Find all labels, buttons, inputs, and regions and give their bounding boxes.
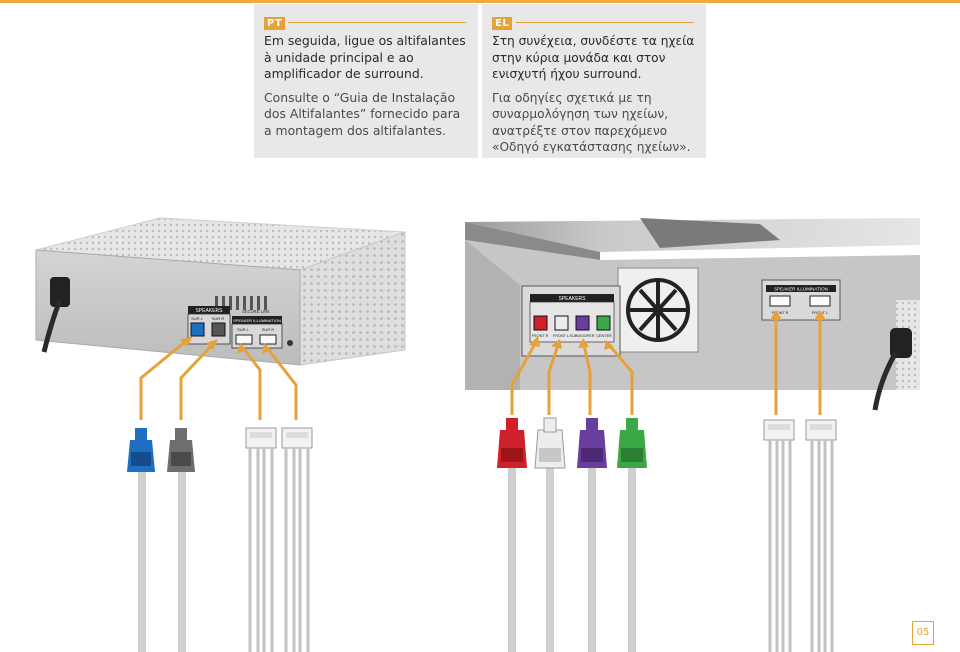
top-accent-rule <box>0 0 960 3</box>
instruction-box-el: EL Στη συνέχεια, συνδέστε τα ηχεία στην … <box>482 4 706 158</box>
instruction-sub-el: Για οδηγίες σχετικά με τη συναρμολόγηση … <box>492 90 691 155</box>
main-port-front-l-white[interactable] <box>554 315 569 331</box>
connection-arrows-amplifier <box>139 339 298 420</box>
plug-illumination-sur-r <box>281 427 313 652</box>
main-illum-port-label: FRONT R <box>772 311 789 315</box>
main-illum-port-front-l[interactable] <box>809 295 831 307</box>
main-unit-soundbar: SPEAKERS FRONT R FRONT L SUBWOOFER CENTE… <box>465 218 920 411</box>
connection-arrows-main <box>510 318 822 415</box>
instruction-main-el: Στη συνέχεια, συνδέστε τα ηχεία στην κύρ… <box>492 34 695 81</box>
main-port-label: CENTER <box>596 334 612 338</box>
power-cord <box>41 299 63 353</box>
main-port-center-green[interactable] <box>596 315 611 331</box>
main-port-label: SUBWOOFER <box>570 334 595 338</box>
plug-center-green <box>617 418 647 652</box>
main-port-label: FRONT L <box>553 334 569 338</box>
instruction-box-pt: PT Em seguida, ligue os altifalantes à u… <box>254 4 478 158</box>
surround-amplifier: SPEAKERS SUR L SUR R SECURE LINK SPEAKER… <box>35 217 406 366</box>
main-speakers-label: SPEAKERS <box>559 296 587 302</box>
plug-subwoofer-purple <box>577 418 607 652</box>
plug-sur-r-gray <box>167 428 195 652</box>
amp-illum-port-l[interactable] <box>235 334 253 345</box>
vent-slots <box>215 296 267 310</box>
amp-port-label: SUR L <box>237 327 250 332</box>
power-cord-main <box>872 350 899 411</box>
main-illum-port-front-r[interactable] <box>769 295 791 307</box>
amp-port-label: SUR R <box>212 316 225 321</box>
amp-port-sur-l-blue[interactable] <box>190 322 205 337</box>
language-tag-pt: PT <box>264 17 286 30</box>
main-port-label: FRONT R <box>532 334 549 338</box>
main-illumination-label: SPEAKER ILLUMINATION <box>774 287 828 292</box>
main-port-subwoofer-purple[interactable] <box>575 315 590 331</box>
plug-illumination-front-l <box>805 419 837 652</box>
amp-port-label: SUR R <box>262 327 275 332</box>
amp-port-label: SUR L <box>191 316 204 321</box>
power-inlet <box>50 277 70 307</box>
page-number: 05 <box>912 621 934 645</box>
language-header-pt: PT <box>264 11 468 30</box>
plug-sur-l-blue <box>127 428 155 652</box>
instruction-sub-pt: Consulte o “Guia de Instalação dos Altif… <box>264 89 461 138</box>
plug-illumination-sur-l <box>245 427 277 652</box>
instruction-main-pt: Em seguida, ligue os altifalantes à unid… <box>264 33 466 81</box>
amp-illumination-label: SPEAKER ILLUMINATION <box>233 318 281 323</box>
language-tag-el: EL <box>492 17 513 30</box>
plug-front-r-red <box>497 418 527 652</box>
connection-illustration: SPEAKERS SUR L SUR R SECURE LINK SPEAKER… <box>35 217 920 652</box>
amp-speakers-label: SPEAKERS <box>196 308 224 314</box>
language-rule <box>516 22 694 23</box>
amp-illum-port-r[interactable] <box>259 334 277 345</box>
power-inlet-main <box>890 328 912 358</box>
main-port-front-r-red[interactable] <box>533 315 548 331</box>
language-rule <box>288 22 466 23</box>
amp-port-sur-r-gray[interactable] <box>211 322 226 337</box>
amp-secure-link-label: SECURE LINK <box>242 309 270 314</box>
language-header-el: EL <box>492 11 696 30</box>
plug-front-l-white <box>534 417 566 652</box>
plug-illumination-front-r <box>763 419 795 652</box>
